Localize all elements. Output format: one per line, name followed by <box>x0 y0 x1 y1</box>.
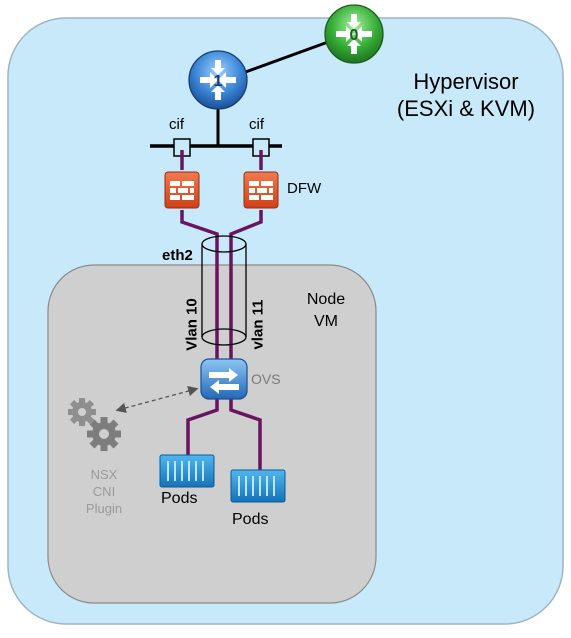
cni-line1: NSX <box>90 467 118 482</box>
pods-label-right: Pods <box>232 511 269 528</box>
router-tier1-icon: 1 <box>188 50 248 110</box>
firewall-icon <box>164 171 200 209</box>
tier0-label: 0 <box>350 27 359 44</box>
cif-label-left: cif <box>169 116 184 133</box>
cni-plugin-label: NSX CNI Plugin <box>72 466 136 517</box>
node-vm-line2: VM <box>314 313 338 330</box>
tier1-label: 1 <box>214 73 223 90</box>
node-vm-line1: Node <box>306 291 346 308</box>
dfw-label: DFW <box>287 180 322 197</box>
gears-icon <box>68 398 121 451</box>
vlan-lines <box>180 150 263 470</box>
hypervisor-line1: Hypervisor <box>413 69 519 94</box>
pod-container-icon <box>159 454 215 488</box>
eth2-tunnel <box>201 235 247 346</box>
vlan11-label: vlan 11 <box>249 299 267 350</box>
eth2-label: eth2 <box>162 247 193 264</box>
cni-line3: Plugin <box>85 501 123 516</box>
firewall-icon <box>243 171 279 209</box>
ovs-label: OVS <box>251 371 281 387</box>
cni-line2: CNI <box>92 484 116 499</box>
hypervisor-line2: (ESXi & KVM) <box>396 96 536 121</box>
node-vm-box <box>47 264 377 604</box>
cif-label-right: cif <box>249 116 264 133</box>
pod-container-icon <box>230 469 286 503</box>
node-vm-label: Node VM <box>296 289 356 333</box>
router-tier0-icon: 0 <box>324 4 384 64</box>
hypervisor-title: Hypervisor (ESXi & KVM) <box>371 68 561 122</box>
pods-label-left: Pods <box>161 490 198 507</box>
ovs-switch-icon <box>200 358 248 400</box>
vlan10-label: Vlan 10 <box>183 298 201 351</box>
